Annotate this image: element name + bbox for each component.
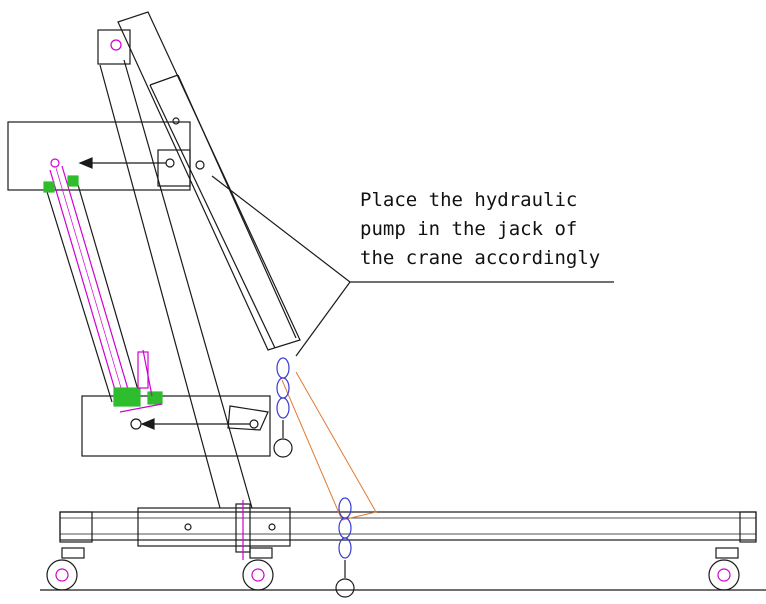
callout-line-3: the crane accordingly	[360, 247, 601, 269]
chain-upper	[273, 357, 293, 458]
boom-arm	[117, 11, 301, 351]
callout-annotation: Place the hydraulic pump in the jack of …	[360, 186, 630, 273]
upper-detail-box	[7, 121, 191, 191]
lower-detail-box	[81, 395, 271, 457]
hydraulic-pump	[43, 175, 163, 413]
mast	[97, 29, 253, 509]
base-rail	[40, 511, 766, 591]
caster-wheel	[46, 547, 85, 591]
caster-wheel	[708, 547, 740, 591]
callout-leader	[211, 175, 614, 357]
callout-line-2: pump in the jack of	[360, 218, 578, 240]
boom-lift-outline	[281, 371, 377, 521]
pump-handle	[137, 349, 153, 397]
chain-lower	[335, 497, 355, 598]
callout-line-1: Place the hydraulic	[360, 189, 578, 211]
hydraulic-cylinder	[43, 158, 139, 403]
base-mount-plate	[137, 500, 291, 560]
caster-wheel	[242, 547, 274, 591]
